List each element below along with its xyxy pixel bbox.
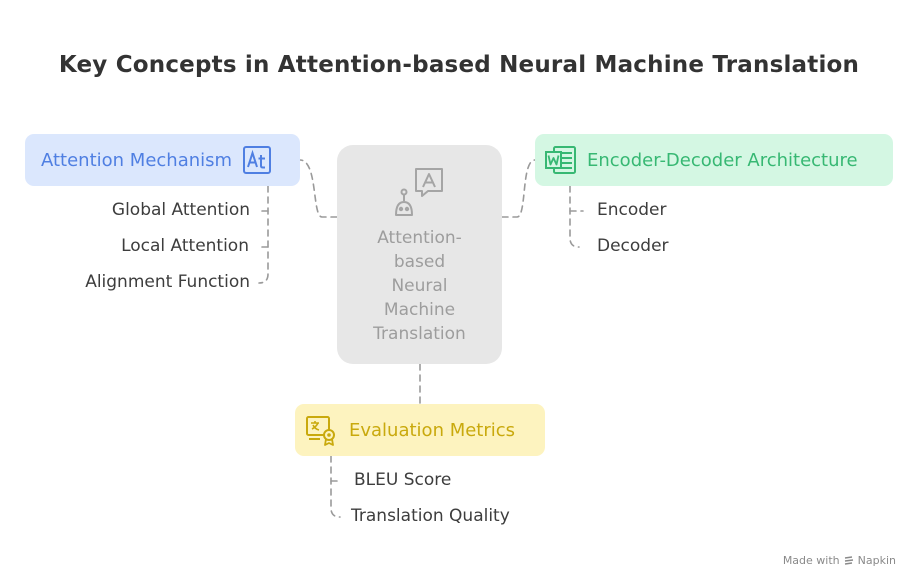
footer-attribution[interactable]: Made with Napkin [783,554,896,567]
napkin-logo-icon [844,555,853,565]
diagram-title: Key Concepts in Attention-based Neural M… [58,52,860,78]
category-label: Evaluation Metrics [349,419,516,441]
central-topic: Attention- based Neural Machine Translat… [337,145,502,364]
encoder-item-encoder: Encoder [597,200,667,220]
central-topic-label: Attention- based Neural Machine Translat… [373,228,466,344]
evaluation-item-quality: Translation Quality [351,506,510,526]
encoder-item-decoder: Decoder [597,236,669,256]
napkin-brand-text: Napkin [857,554,896,567]
category-evaluation-metrics: Evaluation Metrics [295,404,545,456]
category-label: Encoder-Decoder Architecture [587,149,858,171]
category-attention-mechanism: Attention Mechanism [25,134,300,186]
robot-chat-icon [395,168,443,216]
category-label: Attention Mechanism [41,149,233,171]
text-at-icon [243,146,272,174]
word-document-icon [545,146,576,174]
translation-certificate-icon [306,416,335,446]
attention-item-alignment: Alignment Function [85,272,250,292]
made-with-text: Made with [782,554,840,567]
attention-item-global: Global Attention [111,200,250,220]
attention-item-local: Local Attention [121,236,249,256]
evaluation-item-bleu: BLEU Score [354,470,452,490]
category-encoder-decoder: Encoder-Decoder Architecture [535,134,893,186]
